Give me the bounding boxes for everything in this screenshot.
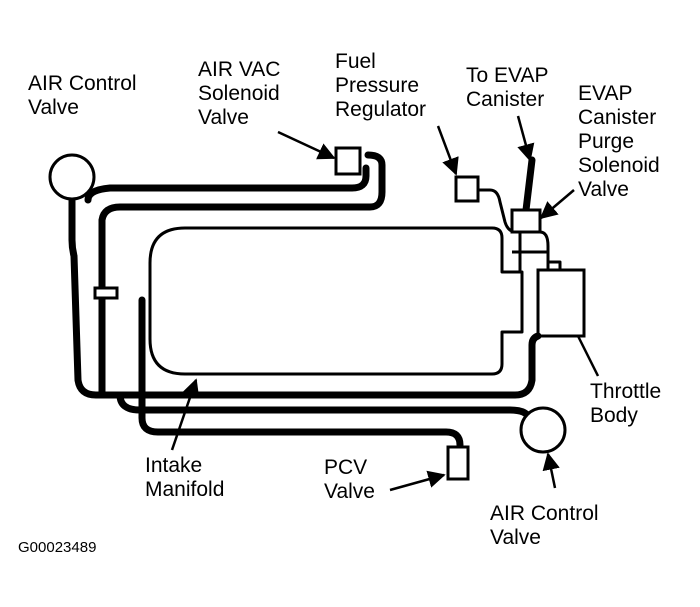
air-vac-solenoid-box bbox=[334, 146, 362, 176]
label-air-control-valve-top: AIR Control Valve bbox=[28, 72, 142, 119]
label-air-control-valve-bottom: AIR Control Valve bbox=[490, 502, 604, 549]
label-to-evap-canister: To EVAP Canister bbox=[466, 64, 554, 111]
intake-manifold bbox=[148, 226, 524, 376]
label-throttle-body: Throttle Body bbox=[590, 380, 667, 427]
label-intake-manifold: Intake Manifold bbox=[145, 454, 224, 501]
throttle-body bbox=[536, 268, 586, 338]
pcv-valve-box bbox=[446, 445, 470, 481]
label-fuel-pressure-regulator: Fuel Pressure Regulator bbox=[335, 50, 426, 121]
label-pcv-valve: PCV Valve bbox=[324, 456, 375, 503]
air-control-valve-bottom bbox=[519, 406, 567, 454]
vacuum-hoses bbox=[68, 151, 562, 449]
fuel-pressure-regulator-box bbox=[454, 175, 480, 203]
label-air-vac-solenoid: AIR VAC Solenoid Valve bbox=[198, 58, 286, 129]
evap-purge-solenoid-box bbox=[510, 208, 542, 234]
hose-connector bbox=[93, 286, 119, 300]
figure-code: G00023489 bbox=[18, 539, 96, 556]
air-control-valve-top bbox=[48, 153, 96, 201]
label-evap-purge-solenoid: EVAP Canister Purge Solenoid Valve bbox=[578, 82, 666, 201]
